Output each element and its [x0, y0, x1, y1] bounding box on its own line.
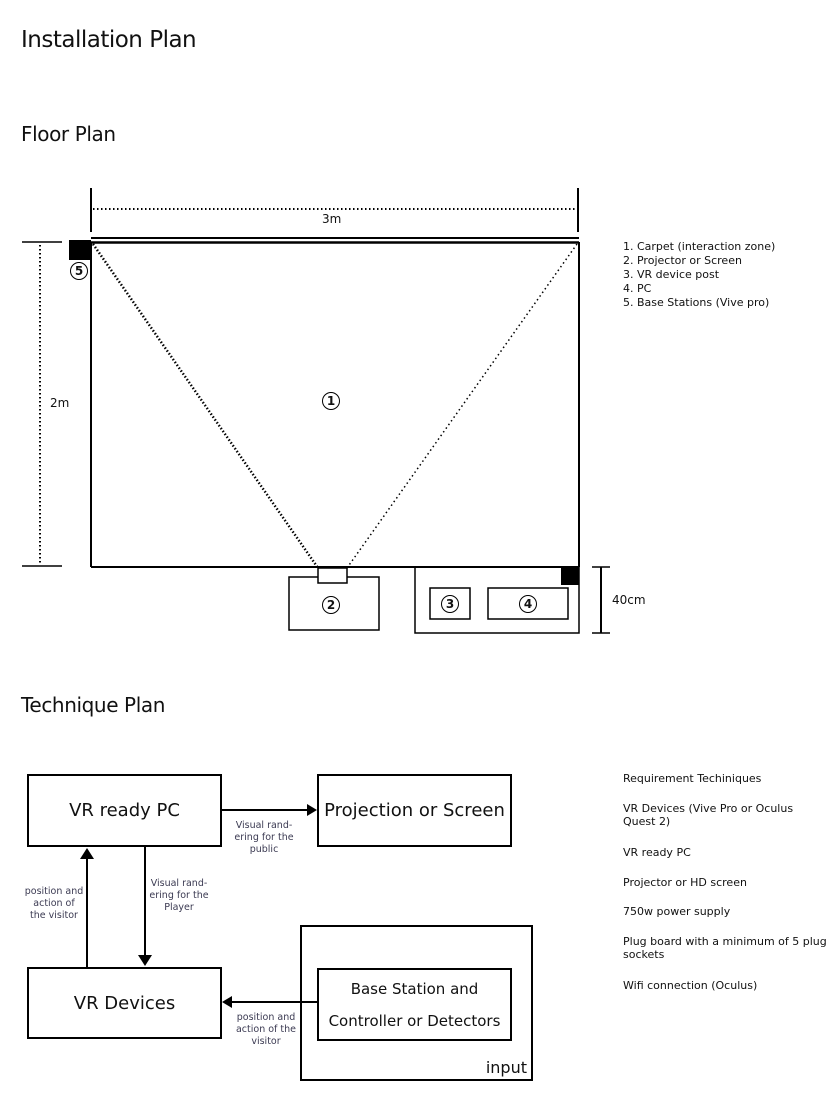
- annotation-visitor-up: position and action of the visitor: [24, 886, 84, 921]
- requirements-title: Requirement Techiniques: [623, 772, 762, 785]
- vr-ready-pc-box: VR ready PC: [27, 774, 222, 847]
- legend-item: 3. VR device post: [623, 268, 720, 281]
- floor-plan-heading: Floor Plan: [21, 122, 116, 146]
- base-station-line2: Controller or Detectors: [328, 1011, 501, 1030]
- legend-item: 1. Carpet (interaction zone): [623, 240, 776, 253]
- requirement-item: Wifi connection (Oculus): [623, 979, 758, 992]
- base-station-marker: [69, 240, 91, 260]
- legend-item: 5. Base Stations (Vive pro): [623, 296, 770, 309]
- input-box: input: [300, 925, 533, 1081]
- marker-4: 4: [519, 595, 537, 613]
- base-station-box: Base Station and Controller or Detectors: [317, 968, 512, 1041]
- vr-devices-box: VR Devices: [27, 967, 222, 1039]
- base-station-marker: [561, 566, 579, 585]
- annotation-public: Visual rand-ering for the public: [234, 820, 294, 855]
- requirement-item: 750w power supply: [623, 905, 731, 918]
- width-label: 3m: [322, 212, 342, 226]
- base-station-line1: Base Station and: [350, 979, 479, 998]
- depth-label: 40cm: [612, 593, 646, 607]
- page-title: Installation Plan: [21, 27, 197, 53]
- legend-item: 2. Projector or Screen: [623, 254, 742, 267]
- requirement-item: Projector or HD screen: [623, 876, 747, 889]
- legend-item: 4. PC: [623, 282, 652, 295]
- marker-2: 2: [322, 596, 340, 614]
- requirement-item: Plug board with a minimum of 5 plug sock…: [623, 935, 827, 961]
- marker-3: 3: [441, 595, 459, 613]
- requirement-item: VR Devices (Vive Pro or Oculus Quest 2): [623, 802, 794, 828]
- requirement-item: VR ready PC: [623, 846, 691, 859]
- annotation-player: Visual rand-ering for the Player: [149, 878, 209, 913]
- height-label: 2m: [50, 396, 70, 410]
- annotation-visitor-left: position and action of the visitor: [235, 1012, 297, 1047]
- technique-plan-heading: Technique Plan: [21, 693, 166, 717]
- marker-5: 5: [70, 262, 88, 280]
- input-label: input: [485, 1058, 527, 1077]
- marker-1: 1: [322, 392, 340, 410]
- floor-legend: 1. Carpet (interaction zone) 2. Projecto…: [623, 240, 775, 310]
- projection-box: Projection or Screen: [317, 774, 512, 847]
